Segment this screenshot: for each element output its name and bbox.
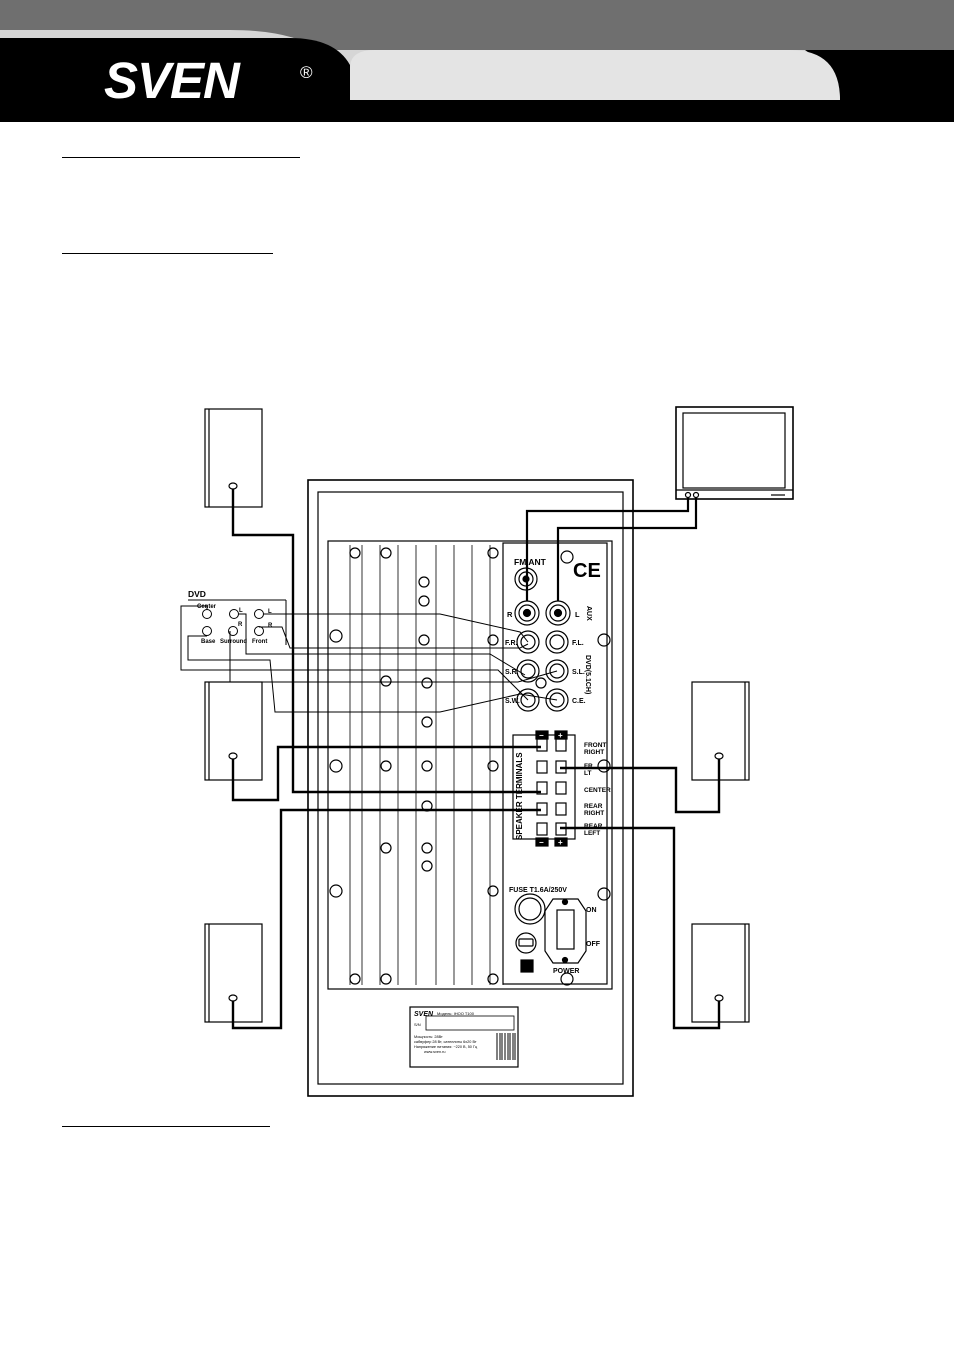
dvd51-label: DVD(5.1CH)	[584, 655, 591, 694]
rear-right-label-2: RIGHT	[584, 810, 604, 817]
dvd-surround-label: Surround	[220, 639, 247, 645]
ce-mark: CE	[573, 560, 601, 582]
header-gray-tab	[350, 50, 840, 100]
dvd-front-label: Front	[252, 639, 267, 645]
aux-l-label: L	[575, 610, 580, 619]
fuse-label: FUSE T1.6A/250V	[509, 887, 567, 894]
plate-line-2: сабвуфер 28 Вт, сателлиты 6х20 Вт	[414, 1040, 477, 1044]
tv-aux-cables	[525, 498, 698, 601]
section-rule-3	[62, 1126, 270, 1127]
tv-monitor	[675, 406, 794, 500]
dvd-signal-cables	[180, 605, 558, 713]
center-terminal-label: CENTER	[584, 787, 611, 794]
dvd51-jacks	[516, 630, 569, 712]
switch-off-label: OFF	[586, 941, 601, 948]
aux-label: AUX	[585, 606, 592, 621]
speaker-right-bottom	[691, 923, 750, 1023]
sr-jack-label: S.R.	[505, 669, 519, 676]
fm-ant-label: FM ANT	[514, 557, 547, 567]
fl-jack-label: F.L.	[572, 640, 584, 647]
plate-line-3: Напряжение питания: ~220 В, 50 Гц	[414, 1045, 478, 1049]
header-logo-block	[0, 38, 350, 122]
dvd-label: DVD	[188, 589, 206, 599]
power-label: POWER	[553, 968, 579, 975]
plate-brand: SVEN	[414, 1011, 434, 1018]
heatsink	[349, 545, 504, 985]
plate-line-1: Мощность: 28Вт	[414, 1035, 443, 1039]
rear-left-label-1: REAR	[584, 823, 603, 830]
power-switch[interactable]	[544, 898, 587, 964]
dvd-surround-right-label: R	[238, 622, 243, 628]
plate-sn: S/N	[414, 1022, 421, 1027]
rear-right-label-1: REAR	[584, 803, 603, 810]
terminal-minus-bottom: −	[539, 838, 544, 847]
power-socket	[515, 932, 537, 973]
ce-jack-label: C.E.	[572, 698, 586, 705]
section-rule-2	[62, 253, 273, 254]
subwoofer-cabinet	[307, 479, 634, 1097]
brand-logo: SVEN	[104, 52, 241, 109]
page-header: SVEN ®	[0, 0, 954, 122]
terminal-plus-top: +	[558, 731, 563, 740]
plate-url: www.sven.ru	[424, 1050, 446, 1054]
dvd-base-label: Base	[201, 639, 216, 645]
speaker-cables	[231, 489, 721, 1030]
dvd-surround-left-label: L	[239, 608, 243, 614]
dvd-front-left-label: L	[268, 609, 272, 615]
speaker-terminal-block	[512, 730, 576, 847]
front-right-label-1: FRONT	[584, 742, 606, 749]
fr-jack-label: F.R.	[505, 640, 518, 647]
switch-on-label: ON	[586, 907, 597, 914]
registered-mark: ®	[300, 63, 313, 82]
front-right-label-2: RIGHT	[584, 749, 604, 756]
fuse-holder	[514, 893, 546, 925]
rear-left-label-2: LEFT	[584, 830, 600, 837]
control-panel	[502, 542, 608, 985]
terminal-plus-bottom: +	[558, 838, 563, 847]
terminal-minus-top: −	[539, 731, 544, 740]
plate-model: Модель: IHOO T100	[437, 1011, 475, 1016]
section-rule-1	[62, 157, 300, 158]
sl-jack-label: S.L.	[572, 669, 585, 676]
panel-screws	[329, 547, 611, 986]
aux-r-label: R	[507, 610, 513, 619]
speaker-right-mid	[691, 681, 750, 781]
rating-label-plate	[409, 1006, 519, 1068]
front-left-label-1: FR	[584, 763, 593, 770]
sw-jack-label: S.W.	[505, 698, 520, 705]
dvd-front-right-label: R	[268, 623, 273, 629]
aux-jacks	[514, 600, 571, 626]
barcode	[496, 1033, 516, 1060]
front-left-label-2: LT	[584, 770, 591, 777]
speaker-terminals-label: SPEAKER TERMINALS	[515, 752, 524, 840]
header-right-band	[350, 50, 954, 122]
